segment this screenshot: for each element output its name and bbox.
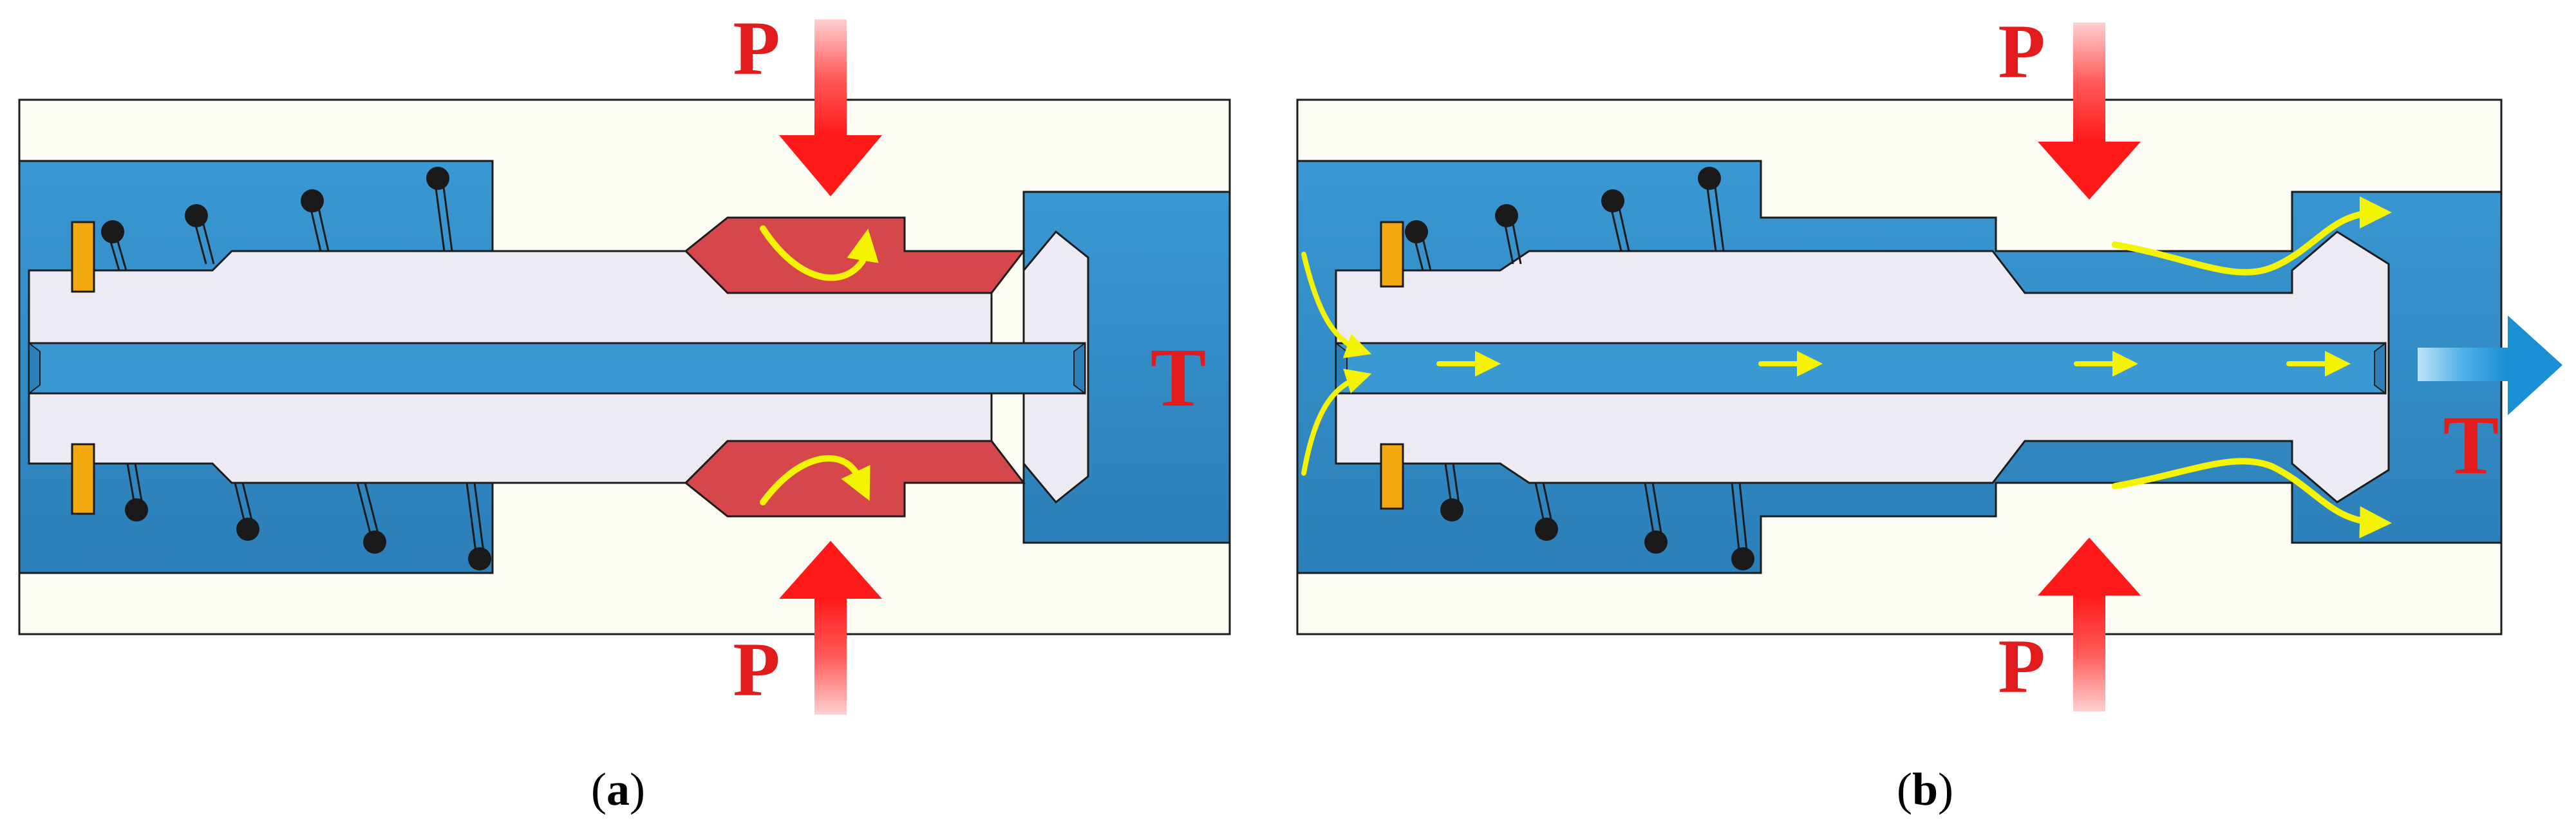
label-tank: T [1151,332,1207,424]
panel-b: P P T (b) [1296,8,2562,815]
label-pressure-top: P [1998,8,2045,94]
label-tank: T [2443,399,2499,492]
stop-pin-top [1380,221,1404,288]
label-pressure-bottom: P [1998,623,2045,709]
stop-pin-top [71,221,95,293]
caption-b: (b) [1897,764,1953,815]
stop-pin-bottom [71,443,95,515]
down-arrow-icon [779,19,882,196]
stop-pin-bottom [1380,443,1404,510]
label-pressure-bottom: P [733,626,780,712]
up-arrow-icon [2038,538,2141,711]
curved-arrow-icon [760,225,879,505]
label-pressure-top: P [733,5,780,91]
spool-bore [28,342,1086,395]
down-arrow-icon [2038,23,2141,200]
panel-a: P P T (a) [18,5,1231,815]
spool-bore [1335,342,2387,395]
right-arrow-icon [2418,315,2562,415]
curved-arrow-icon [1301,252,2351,476]
up-arrow-icon [779,541,882,715]
caption-a: (a) [591,764,645,815]
